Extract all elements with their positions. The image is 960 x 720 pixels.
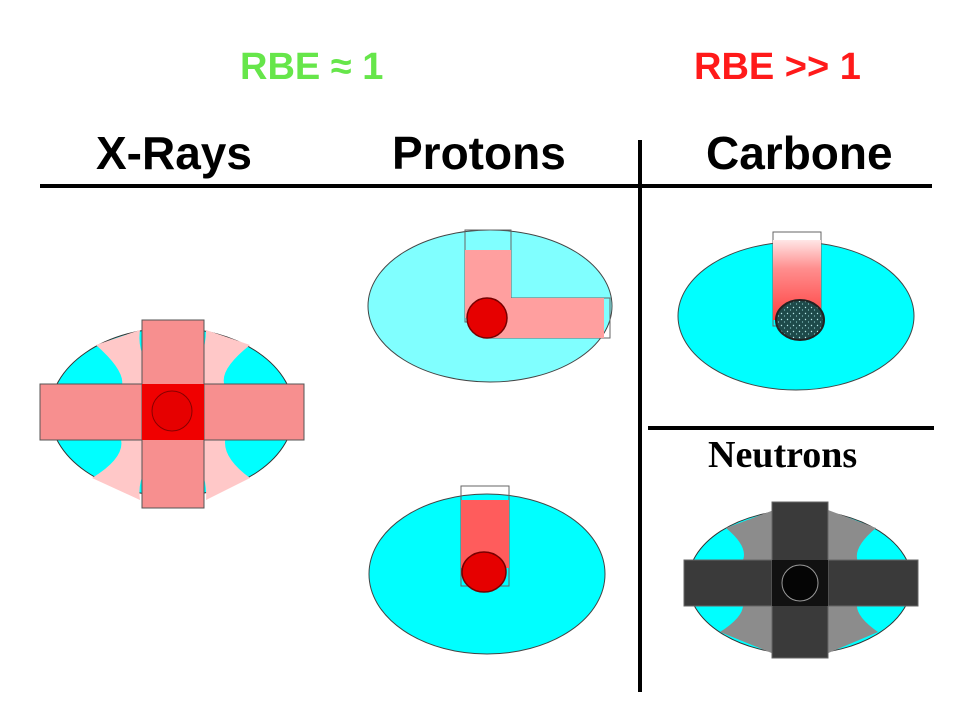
protons-single-field-diagram — [368, 485, 606, 655]
neutrons-heading: Neutrons — [708, 434, 858, 476]
protons-bottom-target — [461, 551, 507, 593]
xrays-dose-diagram — [39, 319, 305, 509]
carbone-target — [775, 299, 825, 341]
xrays-heading: X-Rays — [96, 127, 252, 179]
protons-two-field-diagram — [367, 229, 613, 383]
protons-top-target — [466, 297, 508, 339]
carbone-diagram — [677, 231, 915, 391]
carbone-heading: Carbone — [706, 127, 893, 179]
xrays-target — [151, 390, 193, 432]
rbe-much-greater-1-label: RBE >> 1 — [694, 46, 861, 88]
neutrons-dose-diagram — [676, 496, 924, 686]
protons-horizontal-beam — [490, 298, 604, 338]
neutrons-target — [781, 564, 819, 602]
protons-heading: Protons — [392, 127, 566, 179]
rbe-approx-1-label: RBE ≈ 1 — [240, 46, 384, 88]
